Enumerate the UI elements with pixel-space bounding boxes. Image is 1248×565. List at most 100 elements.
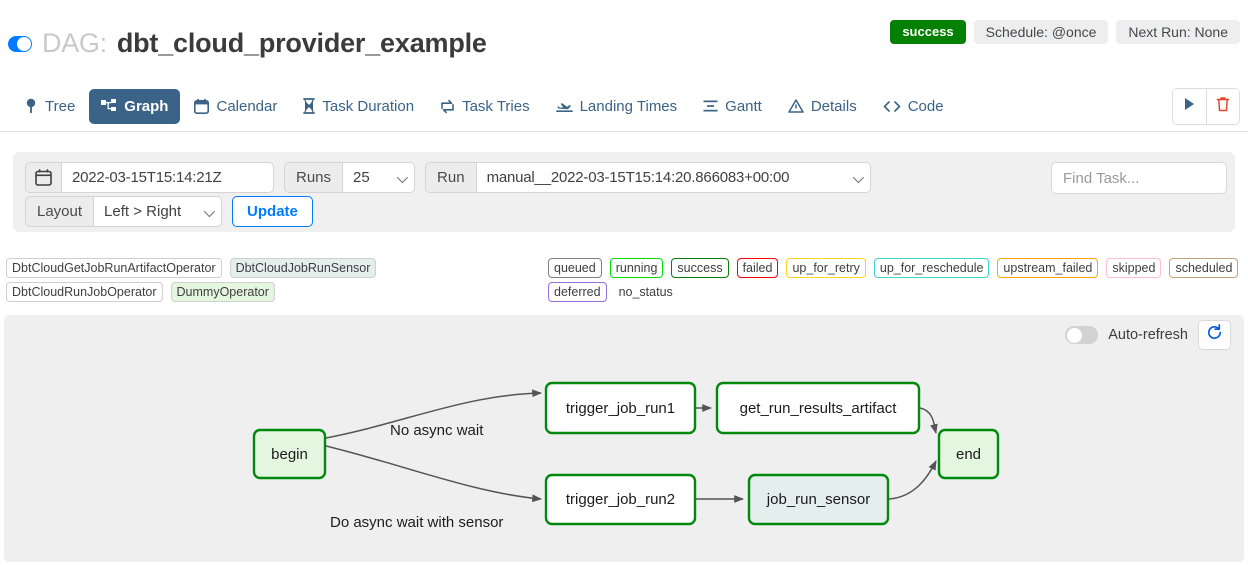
tab-graph[interactable]: Graph [89, 88, 181, 124]
graph-edges [325, 389, 938, 503]
operator-legend: DbtCloudGetJobRunArtifactOperator DbtClo… [6, 258, 536, 302]
tab-label: Calendar [216, 97, 278, 115]
tab-gantt[interactable]: Gantt [691, 89, 774, 124]
landing-icon [555, 99, 573, 113]
tab-landing-times[interactable]: Landing Times [544, 89, 690, 124]
state-legend-item: deferred [548, 282, 607, 302]
tab-task-duration[interactable]: Task Duration [291, 89, 426, 124]
page-title: dbt_cloud_provider_example [116, 28, 487, 58]
node-label: get_run_results_artifact [740, 400, 898, 417]
gantt-icon [703, 99, 718, 113]
node-label: job_run_sensor [766, 491, 870, 508]
tab-label: Task Tries [462, 97, 530, 115]
edge-label-do-async-wait: Do async wait with sensor [330, 514, 503, 531]
graph-node-begin[interactable]: begin [252, 428, 327, 480]
dag-title: DAG: dbt_cloud_provider_example [8, 28, 487, 59]
tab-details[interactable]: Details [776, 89, 869, 124]
code-icon [883, 100, 901, 113]
find-task-input[interactable]: Find Task... [1051, 162, 1227, 194]
update-button[interactable]: Update [232, 196, 313, 227]
filter-panel: 2022-03-15T15:14:21Z Runs 25 Run manual_… [13, 152, 1235, 232]
dag-actions [1172, 88, 1240, 125]
status-badge: success [890, 20, 966, 44]
toggle-on-icon[interactable] [8, 35, 32, 52]
state-legend-item: no_status [618, 285, 673, 299]
calendar-icon[interactable] [25, 162, 62, 193]
retry-icon [440, 99, 455, 114]
base-date-group: 2022-03-15T15:14:21Z [25, 162, 274, 193]
tab-calendar[interactable]: Calendar [182, 89, 289, 124]
graph-icon [101, 99, 117, 113]
operator-legend-item: DbtCloudRunJobOperator [6, 282, 163, 302]
graph-controls: Auto-refresh [1065, 320, 1231, 350]
schedule-badge[interactable]: Schedule: @once [973, 20, 1109, 44]
next-run-badge: Next Run: None [1116, 20, 1240, 44]
dag-graph[interactable]: No async wait Do async wait with sensor … [4, 315, 1244, 562]
state-legend-item: running [609, 258, 664, 278]
base-date-input[interactable]: 2022-03-15T15:14:21Z [62, 162, 274, 193]
tab-label: Landing Times [579, 97, 678, 115]
edge-begin-trigger2 [325, 445, 542, 503]
run-select[interactable]: manual__2022-03-15T15:14:20.866083+00:00 [476, 162, 871, 193]
auto-refresh-label: Auto-refresh [1108, 327, 1188, 343]
refresh-button[interactable] [1198, 320, 1231, 350]
node-label: trigger_job_run2 [566, 491, 675, 508]
calendar-icon [194, 98, 210, 114]
state-legend: queued running success failed up_for_ret… [548, 258, 1244, 302]
graph-node-get-run-results-artifact[interactable]: get_run_results_artifact [715, 381, 921, 435]
legend-area: DbtCloudGetJobRunArtifactOperator DbtClo… [0, 258, 1248, 306]
state-legend-item: failed [736, 258, 779, 278]
graph-node-job-run-sensor[interactable]: job_run_sensor [747, 473, 890, 526]
state-legend-item: skipped [1106, 258, 1162, 278]
auto-refresh-toggle[interactable] [1065, 326, 1099, 344]
edge-label-no-async-wait: No async wait [390, 422, 484, 439]
state-legend-item: up_for_reschedule [873, 258, 990, 278]
tab-label: Tree [45, 97, 76, 115]
tab-label: Details [810, 97, 857, 115]
run-group: Run manual__2022-03-15T15:14:20.866083+0… [425, 162, 871, 193]
tab-label: Gantt [725, 97, 762, 115]
dag-label: DAG: [42, 28, 107, 58]
state-legend-item: scheduled [1169, 258, 1239, 278]
node-label: trigger_job_run1 [566, 400, 675, 417]
num-runs-select[interactable]: 25 [343, 162, 416, 193]
operator-legend-item: DbtCloudJobRunSensor [229, 258, 377, 278]
tab-label: Graph [124, 97, 169, 115]
state-legend-item: up_for_retry [786, 258, 866, 278]
state-legend-item: success [671, 258, 729, 278]
edge-begin-trigger1 [325, 389, 542, 439]
edge-sensor-end [888, 460, 937, 500]
layout-select[interactable]: Left > Right [94, 196, 223, 227]
tree-icon [24, 98, 38, 114]
layout-label: Layout [25, 196, 95, 227]
trash-icon [1216, 96, 1230, 117]
tab-code[interactable]: Code [871, 89, 956, 124]
delete-dag-button[interactable] [1206, 89, 1239, 124]
play-icon [1183, 97, 1196, 116]
operator-legend-item: DummyOperator [170, 282, 275, 302]
graph-panel: Auto-refresh No async wait Do async wait… [4, 315, 1244, 562]
node-label: end [956, 446, 981, 463]
edge-artifact-end [919, 407, 938, 434]
hourglass-icon [303, 98, 316, 114]
tab-tree[interactable]: Tree [12, 89, 87, 124]
runs-label: Runs [284, 162, 344, 193]
graph-node-trigger-job-run1[interactable]: trigger_job_run1 [544, 381, 697, 435]
tab-bar: Tree Graph Calendar Task Duration Task T… [0, 80, 1248, 132]
run-label: Run [425, 162, 477, 193]
page-header: DAG: dbt_cloud_provider_example success … [0, 0, 1248, 70]
warning-triangle-icon [788, 99, 804, 113]
num-runs-group: Runs 25 [284, 162, 416, 193]
node-label: begin [271, 446, 308, 463]
state-legend-item: queued [548, 258, 602, 278]
tab-task-tries[interactable]: Task Tries [428, 89, 542, 124]
graph-node-trigger-job-run2[interactable]: trigger_job_run2 [544, 473, 697, 526]
tab-label: Task Duration [322, 97, 415, 115]
operator-legend-item: DbtCloudGetJobRunArtifactOperator [6, 258, 222, 278]
trigger-dag-button[interactable] [1173, 89, 1206, 124]
header-badges: success Schedule: @once Next Run: None [890, 20, 1240, 44]
graph-node-end[interactable]: end [937, 428, 1000, 480]
tab-label: Code [907, 97, 944, 115]
state-legend-item: upstream_failed [997, 258, 1099, 278]
refresh-icon [1206, 324, 1223, 346]
